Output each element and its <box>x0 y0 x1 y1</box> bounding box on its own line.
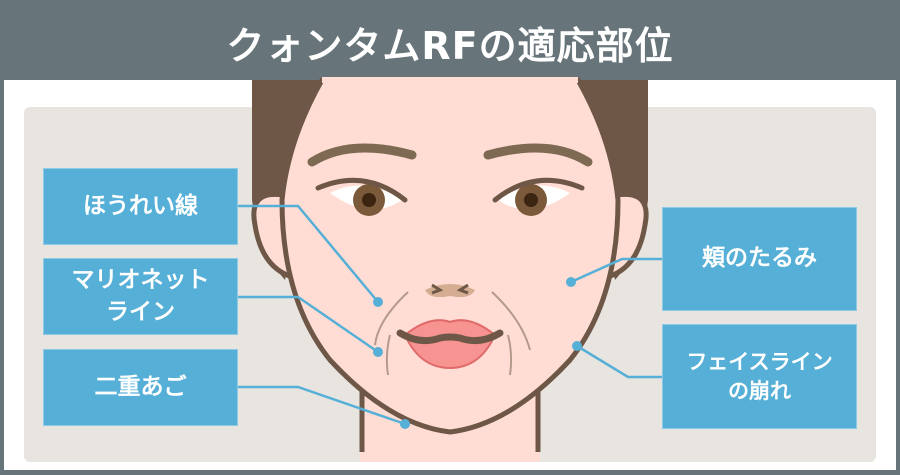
label-double-chin: 二重あご <box>43 349 238 426</box>
label-cheek-sagging: 頬のたるみ <box>662 207 857 311</box>
right-eyebrow <box>483 143 593 167</box>
point-marionette <box>373 347 383 357</box>
point-face-line <box>572 341 582 351</box>
label-nasolabial: ほうれい線 <box>43 168 238 245</box>
label-text: 二重あご <box>94 373 187 400</box>
left-eyebrow <box>307 143 417 167</box>
label-text: マリオネット <box>71 267 210 294</box>
point-double-chin <box>400 419 410 429</box>
title-bar: クォンタムRFの適応部位 <box>0 0 900 80</box>
label-text: フェイスライン <box>686 350 833 375</box>
point-nasolabial <box>373 297 383 307</box>
label-text: の崩れ <box>728 378 791 403</box>
label-text: ライン <box>106 298 175 325</box>
label-text: ほうれい線 <box>83 192 198 219</box>
label-face-line: フェイスライン の崩れ <box>662 324 857 429</box>
face-outline <box>279 77 621 435</box>
page-title: クォンタムRFの適応部位 <box>226 23 674 68</box>
label-text: 頬のたるみ <box>702 245 817 272</box>
leader-lines <box>238 204 662 426</box>
label-marionette: マリオネット ライン <box>43 258 238 335</box>
point-cheek <box>566 277 576 287</box>
